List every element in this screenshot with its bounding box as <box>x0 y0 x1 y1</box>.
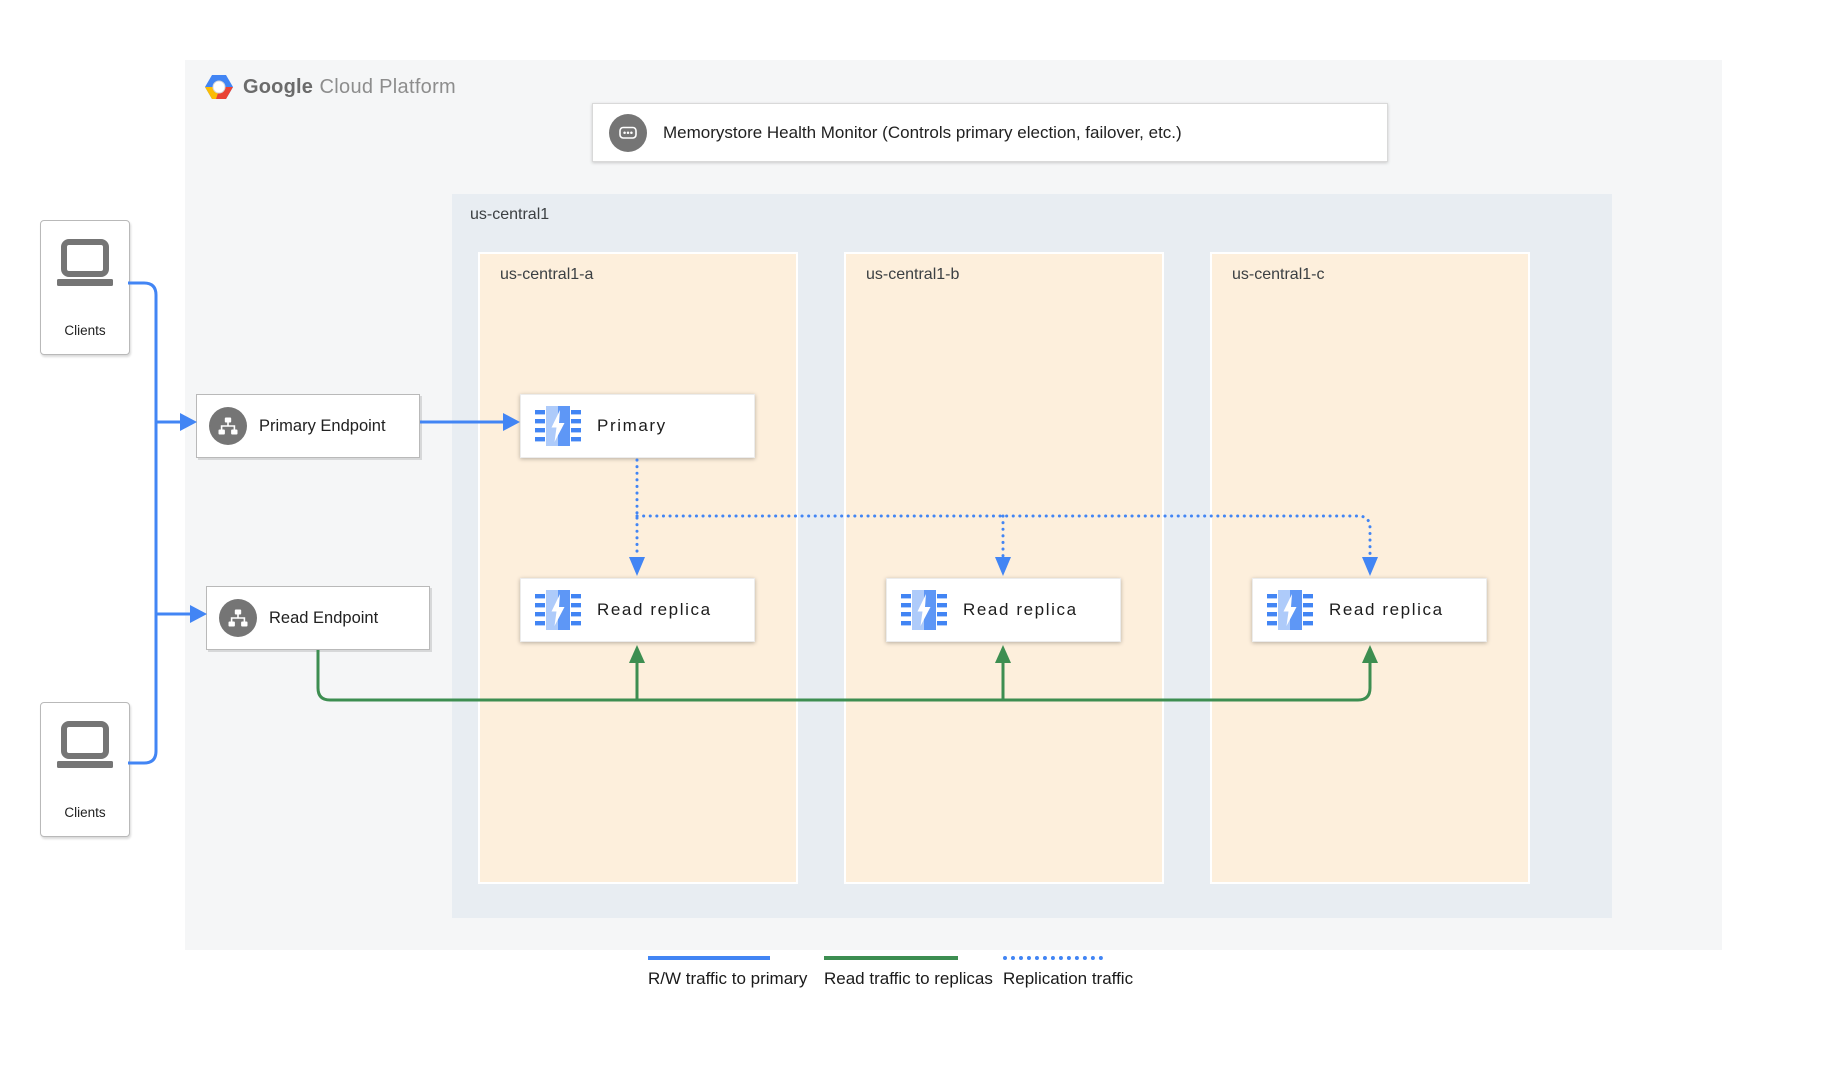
primary-endpoint-box: Primary Endpoint <box>196 394 420 458</box>
health-monitor-box: Memorystore Health Monitor (Controls pri… <box>592 103 1388 162</box>
clients-label: Clients <box>64 805 106 820</box>
read-replica-c-label: Read replica <box>1329 600 1444 619</box>
memorystore-icon <box>901 588 947 632</box>
legend-item-replication-traffic: Replication traffic <box>1003 956 1133 989</box>
read-replica-b-label: Read replica <box>963 600 1078 619</box>
clients-box-bottom: Clients <box>40 702 130 837</box>
legend-swatch-blue-dotted <box>1003 956 1103 960</box>
health-monitor-label: Memorystore Health Monitor (Controls pri… <box>663 122 1182 142</box>
logo-text-google: Google <box>243 75 314 98</box>
read-endpoint-label: Read Endpoint <box>269 608 379 627</box>
legend-swatch-green-solid <box>824 956 958 960</box>
legend-label-read-traffic: Read traffic to replicas <box>824 969 993 988</box>
legend-label-replication-traffic: Replication traffic <box>1003 969 1134 988</box>
memorystore-icon <box>1267 588 1313 632</box>
read-replica-c-box: Read replica <box>1252 578 1487 642</box>
region-label: us-central1 <box>470 206 550 223</box>
clients-label: Clients <box>64 323 106 338</box>
clients-box-top: Clients <box>40 220 130 355</box>
memorystore-icon <box>535 404 581 448</box>
logo-text-cloud-platform: Cloud Platform <box>319 75 457 98</box>
chat-ellipsis-icon <box>609 113 647 152</box>
legend-item-rw-traffic: R/W traffic to primary <box>648 956 807 989</box>
read-replica-a-label: Read replica <box>597 600 712 619</box>
primary-endpoint-label: Primary Endpoint <box>259 416 386 435</box>
zone-us-central1-b <box>844 252 1164 884</box>
laptop-icon <box>55 239 115 296</box>
network-icon <box>209 407 247 445</box>
zone-a-label: us-central1-a <box>500 266 594 283</box>
primary-node-label: Primary <box>597 416 667 435</box>
rw-traffic-clients-trunk-line <box>128 281 158 765</box>
legend-item-read-traffic: Read traffic to replicas <box>824 956 993 989</box>
legend-swatch-blue-solid <box>648 956 770 960</box>
zone-us-central1-c <box>1210 252 1530 884</box>
read-replica-a-box: Read replica <box>520 578 755 642</box>
legend-label-rw-traffic: R/W traffic to primary <box>648 969 808 988</box>
gcp-logo: Google Cloud Platform <box>205 75 456 99</box>
laptop-icon <box>55 721 115 778</box>
read-endpoint-box: Read Endpoint <box>206 586 430 650</box>
network-icon <box>219 599 257 637</box>
primary-node-box: Primary <box>520 394 755 458</box>
gcp-hexagon-icon <box>205 75 233 99</box>
read-replica-b-box: Read replica <box>886 578 1121 642</box>
zone-b-label: us-central1-b <box>866 266 960 283</box>
zone-us-central1-a <box>478 252 798 884</box>
zone-c-label: us-central1-c <box>1232 266 1325 283</box>
memorystore-icon <box>535 588 581 632</box>
